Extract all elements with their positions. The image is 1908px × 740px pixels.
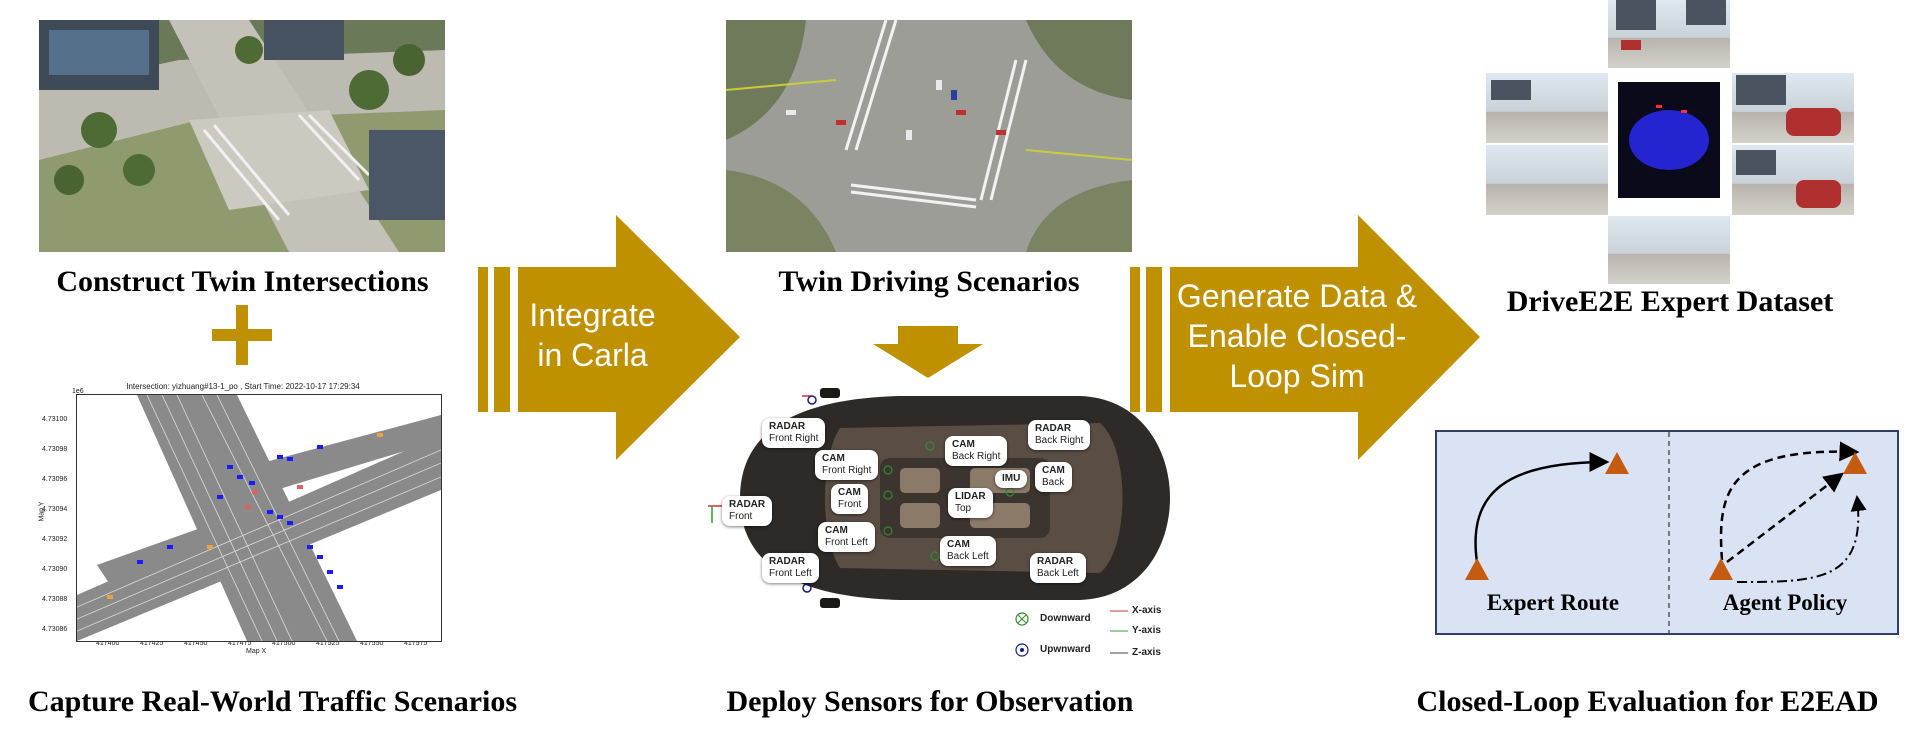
down-arrow — [873, 326, 983, 378]
legend-x-axis: X-axis — [1132, 605, 1162, 616]
caption-closed-loop: Closed-Loop Evaluation for E2EAD — [1416, 685, 1879, 718]
caption-construct: Construct Twin Intersections — [56, 265, 429, 298]
map-ytick-label: 4.73088 — [42, 596, 68, 603]
map-xtick-label: 417525 — [316, 640, 340, 647]
caption-dataset: DriveE2E Expert Dataset — [1506, 285, 1834, 318]
map-xtick-label: 417575 — [404, 640, 428, 647]
plus-icon — [212, 305, 272, 365]
legend-y-axis: Y-axis — [1132, 625, 1161, 636]
dataset-camera-mosaic — [1486, 0, 1854, 285]
evaluation-box: Expert Route Agent Policy — [1435, 430, 1899, 637]
twin-scenario-render — [726, 20, 1132, 252]
map-ytick-label: 4.73098 — [42, 446, 68, 453]
map-xtick-label: 417400 — [96, 640, 120, 647]
legend-downward: Downward — [1040, 613, 1091, 624]
legend-z-axis: Z-axis — [1132, 647, 1161, 658]
map-ytick-label: 4.73090 — [42, 566, 68, 573]
integrate-line-1: Integrate — [529, 297, 656, 333]
legend-upward: Upwnward — [1040, 644, 1091, 655]
integrate-line-2: in Carla — [537, 337, 648, 373]
generate-line-2: Enable Closed- — [1187, 318, 1407, 354]
agent-policy-label: Agent Policy — [1722, 590, 1848, 615]
map-ytick-label: 4.73086 — [42, 626, 68, 633]
map-xtick-label: 417425 — [140, 640, 164, 647]
caption-capture: Capture Real-World Traffic Scenarios — [27, 685, 518, 718]
map-xtick-label: 417450 — [184, 640, 208, 647]
caption-twin: Twin Driving Scenarios — [778, 265, 1080, 298]
map-plot-title: Intersection: yizhuang#13-1_po , Start T… — [126, 382, 360, 391]
map-ytick-label: 4.73096 — [42, 476, 68, 483]
generate-arrow-text: Generate Data & Enable Closed- Loop Sim — [1162, 276, 1432, 396]
traffic-map-plot: Intersection: yizhuang#13-1_po , Start T… — [38, 378, 448, 658]
integrate-arrow — [478, 215, 740, 460]
expert-route-label: Expert Route — [1486, 590, 1620, 615]
integrate-arrow-text: Integrate in Carla — [510, 295, 675, 375]
map-xtick-label: 417475 — [228, 640, 252, 647]
map-ytick-label: 4.73094 — [42, 506, 68, 513]
generate-line-3: Loop Sim — [1229, 358, 1365, 394]
map-plot-xlabel: Map X — [246, 648, 267, 655]
map-plot-exponent: 1e6 — [72, 388, 84, 395]
twin-intersection-render — [39, 20, 445, 252]
map-ytick-label: 4.73100 — [42, 416, 68, 423]
map-ytick-label: 4.73092 — [42, 536, 68, 543]
map-xtick-label: 417500 — [272, 640, 296, 647]
generate-line-1: Generate Data & — [1176, 278, 1418, 314]
caption-deploy: Deploy Sensors for Observation — [726, 685, 1134, 718]
map-plot-area — [76, 394, 442, 642]
generate-arrow — [1130, 215, 1480, 460]
sensor-legend: Downward Upwnward X-axis Y-axis Z-axis — [1010, 600, 1180, 662]
sensor-imu: IMU — [995, 470, 1028, 488]
map-xtick-label: 417550 — [360, 640, 384, 647]
